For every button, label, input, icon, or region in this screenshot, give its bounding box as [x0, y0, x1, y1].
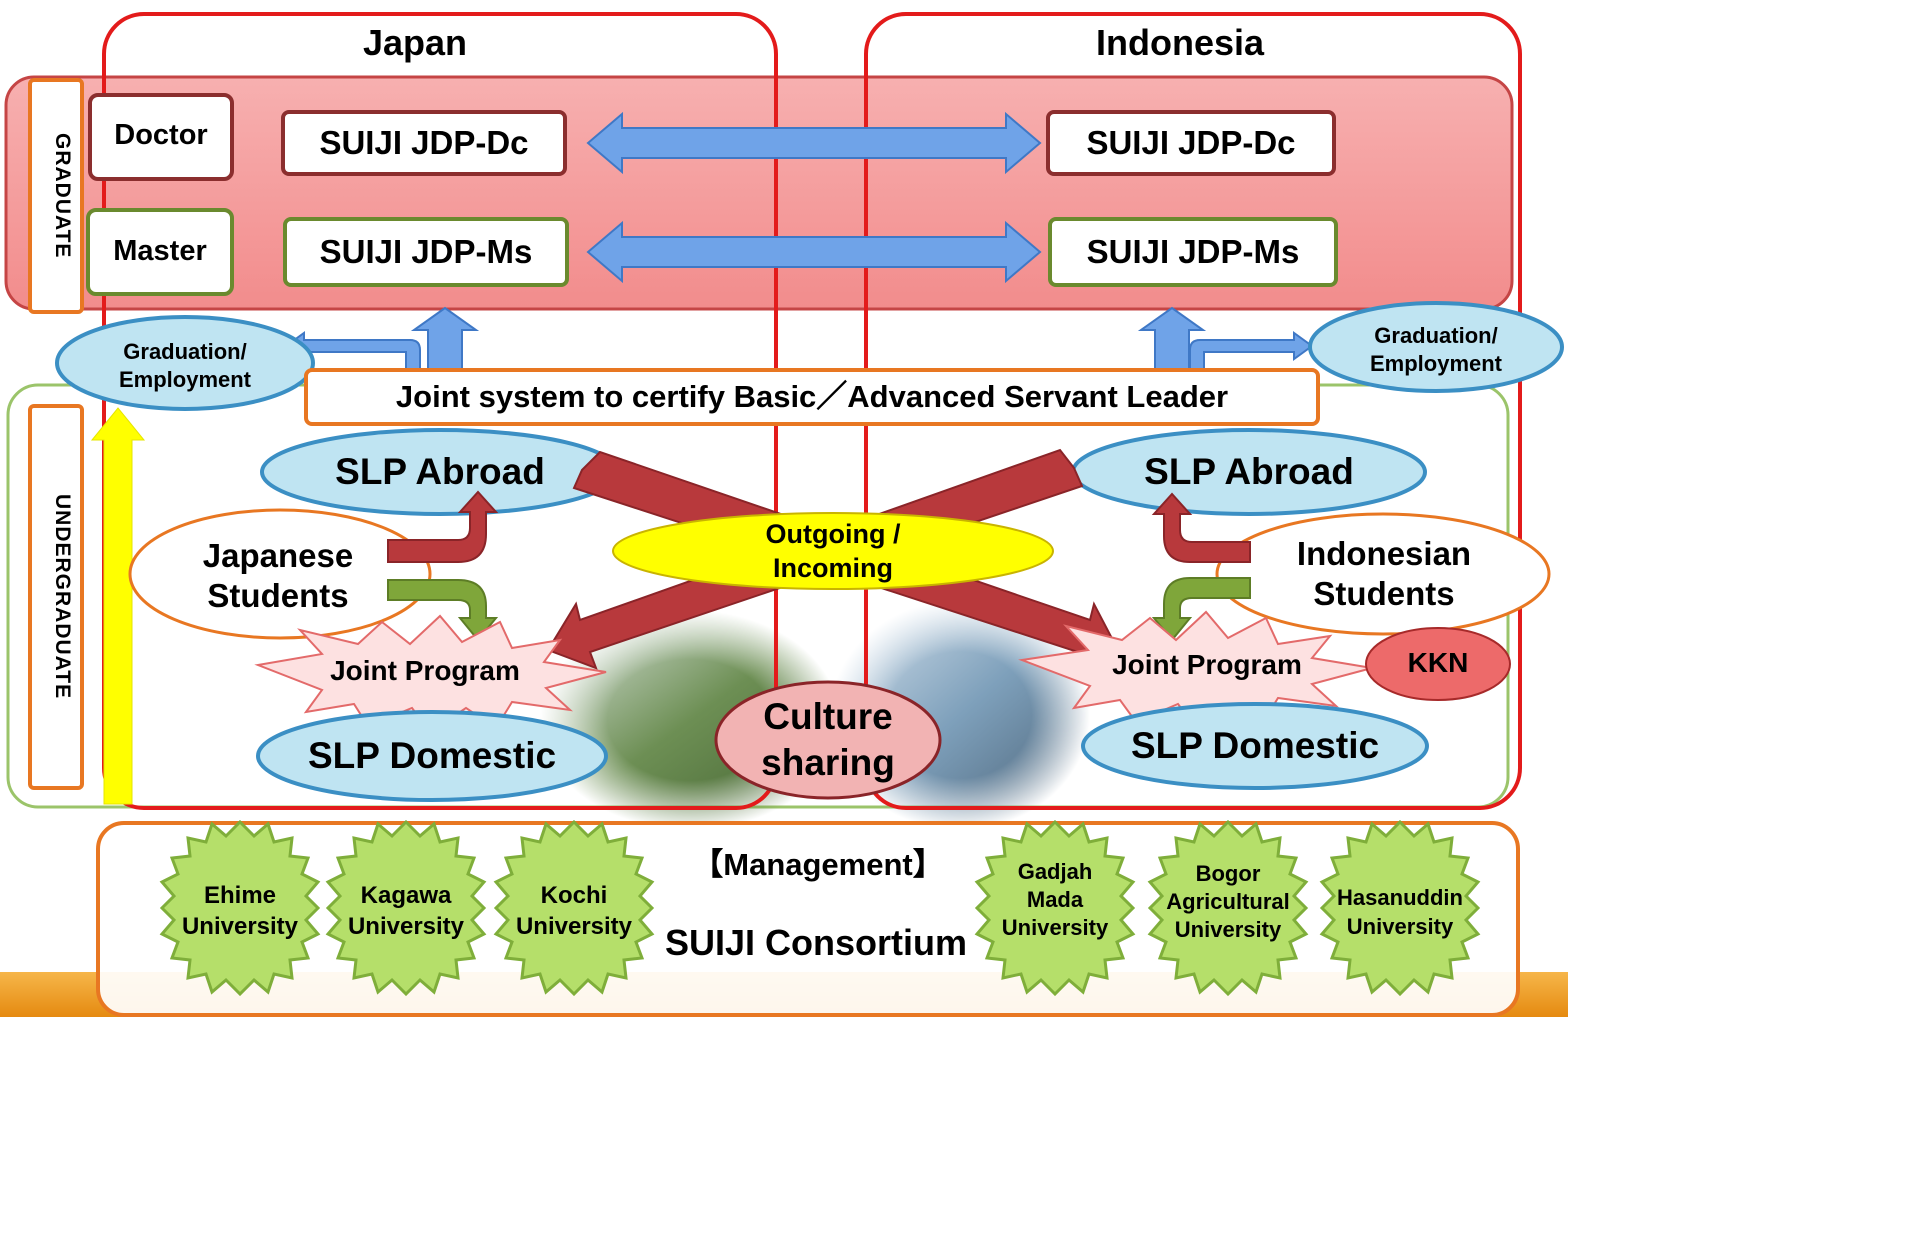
graduate-label: GRADUATE — [51, 133, 74, 259]
master-label: Master — [113, 235, 207, 267]
university-bogor-label: Bogor Agricultural University — [1166, 861, 1290, 943]
indonesian-students-label: Indonesian Students — [1296, 535, 1472, 612]
yellow-up-arrow — [90, 407, 146, 805]
slp-abroad-right-label: SLP Abroad — [1144, 451, 1354, 492]
culture-sharing-ellipse — [714, 680, 942, 800]
university-ehime-label: Ehime University — [181, 882, 299, 941]
graduate-label-box — [28, 78, 84, 314]
graduation-ellipse-right — [1308, 301, 1564, 393]
outgoing-incoming-ellipse — [612, 512, 1054, 590]
joint-system-label: Joint system to certify Basic／Advanced S… — [395, 379, 1229, 414]
graduation-left-label: Graduation/ Employment — [118, 339, 252, 392]
indonesian-students-ellipse — [1215, 512, 1551, 636]
jdp-ms-exchange-arrow — [586, 220, 1042, 284]
japanese-students-ellipse — [128, 508, 432, 640]
university-kochi-label: Kochi University — [515, 882, 633, 941]
diagram-canvas: Japan Indonesia GRADUATE UNDERGRADUATE D… — [0, 12, 1568, 1017]
jdp-ms-japan-label: SUIJI JDP-Ms — [319, 233, 533, 270]
japan-to-abroad-arrow — [387, 490, 499, 563]
joint-system-box — [304, 368, 1320, 426]
university-gadjah-mada-label: Gadjah Mada University — [1001, 859, 1109, 941]
graduation-ellipse-left — [55, 315, 315, 411]
slp-abroad-left-label: SLP Abroad — [335, 451, 545, 492]
culture-sharing-label: Culture sharing — [761, 696, 895, 784]
jdp-dc-indonesia-box — [1046, 110, 1336, 176]
gear-kochi — [493, 819, 655, 997]
outgoing-incoming-label: Outgoing / Incoming — [765, 519, 901, 583]
jdp-dc-japan-label: SUIJI JDP-Dc — [319, 124, 529, 161]
master-box — [86, 208, 234, 296]
gear-hasanuddin — [1319, 819, 1481, 997]
japan-to-domestic-arrow — [387, 579, 499, 642]
management-label: 【Management】 — [692, 847, 944, 882]
kkn-ellipse — [1365, 627, 1511, 701]
jdp-dc-japan-box — [281, 110, 567, 176]
jdp-ms-indonesia-label: SUIJI JDP-Ms — [1086, 233, 1300, 270]
slp-domestic-right-label: SLP Domestic — [1130, 725, 1380, 766]
indonesia-to-domestic-arrow — [1151, 577, 1251, 642]
indonesia-to-abroad-arrow — [1151, 492, 1251, 563]
gear-gadjah-mada — [974, 819, 1136, 997]
indonesia-heading: Indonesia — [1095, 22, 1265, 63]
jdp-dc-indonesia-label: SUIJI JDP-Dc — [1086, 124, 1296, 161]
gear-ehime — [159, 819, 321, 997]
jdp-ms-japan-box — [283, 217, 569, 287]
kkn-label: KKN — [1407, 647, 1469, 678]
slp-domestic-left-ellipse — [256, 710, 608, 802]
slp-domestic-left-label: SLP Domestic — [307, 735, 557, 776]
indonesia-graduation-arrow — [1189, 331, 1314, 373]
jdp-dc-exchange-arrow — [586, 111, 1042, 175]
doctor-box — [88, 93, 234, 181]
diagram-graphics — [0, 12, 1568, 1017]
japan-up-arrow — [410, 306, 480, 373]
university-kagawa-label: Kagawa University — [347, 882, 465, 941]
slp-domestic-right-ellipse — [1081, 702, 1429, 790]
doctor-label: Doctor — [114, 119, 208, 151]
japan-heading: Japan — [362, 22, 468, 63]
joint-program-right-label: Joint Program — [1112, 649, 1302, 680]
graduation-right-label: Graduation/ Employment — [1369, 323, 1503, 376]
gear-kagawa — [325, 819, 487, 997]
undergraduate-label-box — [28, 404, 84, 790]
jdp-ms-indonesia-box — [1048, 217, 1338, 287]
japanese-students-label: Japanese Students — [202, 537, 354, 614]
undergraduate-label: UNDERGRADUATE — [51, 494, 74, 700]
joint-program-left-label: Joint Program — [330, 655, 520, 686]
university-hasanuddin-label: Hasanuddin University — [1337, 885, 1463, 939]
gear-bogor — [1147, 819, 1309, 997]
consortium-label: SUIJI Consortium — [664, 922, 968, 963]
